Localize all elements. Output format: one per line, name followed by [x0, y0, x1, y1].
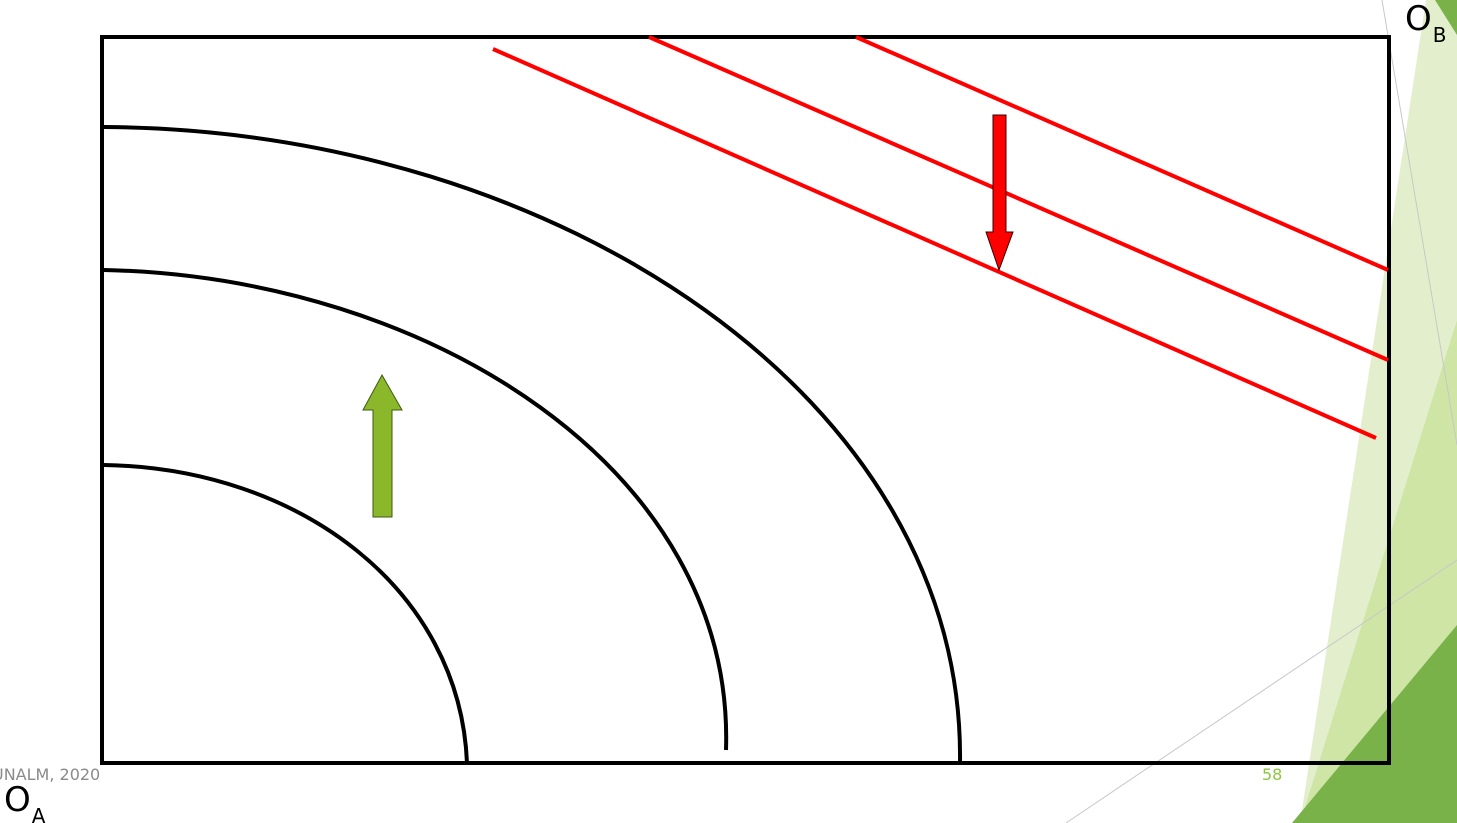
red-line-1: [492, 47, 1377, 440]
theme-shape-dark-top: [1435, 0, 1457, 35]
origin-b-letter: O: [1405, 0, 1432, 39]
theme-shape-dark-bottom: [1292, 625, 1457, 823]
edgeworth-box-frame: [100, 35, 1391, 765]
page-number: 58: [1262, 765, 1283, 784]
indifference-curve-3: [103, 125, 963, 764]
theme-thin-line-2: [1065, 559, 1457, 823]
slide-footer: UNALM, 2020: [0, 765, 101, 784]
indifference-curve-1: [103, 463, 469, 764]
indifference-curves-a: [103, 125, 963, 764]
origin-a-letter: O: [4, 780, 31, 820]
origin-label-a: OA: [4, 783, 45, 823]
origin-label-b: OB: [1405, 2, 1447, 45]
origin-b-subscript: B: [1432, 23, 1447, 47]
indifference-curve-2: [103, 268, 729, 751]
theme-thin-line-1: [1381, 0, 1457, 446]
red-line-3: [855, 35, 1389, 272]
theme-decoration: [1065, 0, 1457, 823]
red-lines-b: [492, 35, 1389, 440]
red-line-2: [648, 35, 1389, 362]
origin-a-subscript: A: [31, 804, 46, 823]
arrow-down-icon: [985, 114, 1014, 272]
arrow-up-icon: [362, 373, 403, 518]
